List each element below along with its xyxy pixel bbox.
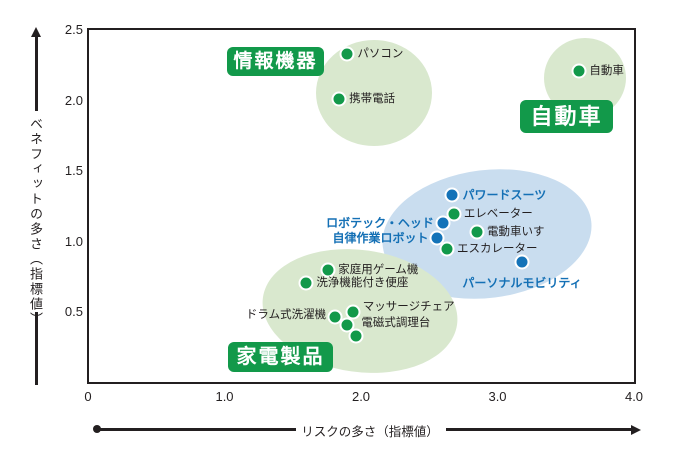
point-dot-5 bbox=[435, 215, 451, 231]
point-label-5: ロボテック・ヘッド bbox=[326, 216, 434, 231]
point-dot-2 bbox=[571, 63, 587, 79]
x-tick-label-0: 0 bbox=[84, 389, 92, 404]
point-label-4: エレベーター bbox=[463, 207, 533, 220]
point-label-1: 携帯電話 bbox=[349, 93, 396, 106]
point-label-3: パワードスーツ bbox=[462, 188, 547, 203]
group-badge-appliances: 家電製品 bbox=[228, 342, 333, 372]
point-dot-15 bbox=[348, 328, 364, 344]
y-tick-label-3: 1.0 bbox=[64, 233, 83, 249]
point-dot-11 bbox=[298, 275, 314, 291]
point-label-10: 家庭用ゲーム機 bbox=[338, 264, 419, 277]
y-tick-label-1: 2.0 bbox=[64, 92, 83, 108]
point-dot-9 bbox=[514, 254, 530, 270]
x-tick-label-4: 4.0 bbox=[624, 389, 644, 404]
group-badge-car: 自動車 bbox=[520, 100, 613, 133]
x-axis-right-line bbox=[446, 428, 631, 431]
y-axis-title: ベネフィットの多さ（指標値） bbox=[28, 117, 43, 327]
point-dot-0 bbox=[339, 46, 355, 62]
point-label-13: マッサージチェア bbox=[362, 301, 455, 314]
point-label-12: ドラム式洗濯機 bbox=[245, 308, 327, 321]
y-axis-up-arrow-icon bbox=[31, 27, 41, 37]
point-label-8: エスカレーター bbox=[456, 242, 538, 255]
x-tick-label-2: 2.0 bbox=[351, 389, 371, 404]
plot-border bbox=[87, 28, 636, 384]
point-label-14: 電磁式調理台 bbox=[361, 317, 431, 330]
y-tick-label-0: 2.5 bbox=[64, 22, 83, 37]
point-label-9: パーソナルモビリティ bbox=[462, 275, 582, 290]
point-label-7: 自律作業ロボット bbox=[332, 230, 429, 245]
point-dot-12 bbox=[327, 309, 343, 325]
point-label-11: 洗浄機能付き便座 bbox=[316, 276, 409, 289]
x-tick-label-3: 3.0 bbox=[488, 389, 507, 404]
point-dot-7 bbox=[429, 230, 445, 246]
point-dot-6 bbox=[469, 224, 485, 240]
group-badge-info: 情報機器 bbox=[227, 47, 324, 76]
point-dot-14 bbox=[339, 317, 355, 333]
y-axis-lower-line bbox=[35, 312, 38, 385]
x-axis-title: リスクの多さ（指標値） bbox=[301, 425, 439, 439]
point-dot-13 bbox=[345, 304, 361, 320]
x-axis-right-arrow-icon bbox=[631, 424, 641, 435]
point-dot-10 bbox=[320, 262, 336, 278]
point-label-2: 自動車 bbox=[589, 64, 624, 77]
point-dot-1 bbox=[331, 91, 347, 107]
point-dot-4 bbox=[446, 206, 462, 222]
point-label-6: 電動車いす bbox=[487, 225, 545, 238]
point-dot-8 bbox=[439, 241, 455, 257]
y-tick-label-4: 0.5 bbox=[64, 304, 83, 320]
y-axis-arrow-shaft bbox=[35, 36, 38, 111]
y-tick-label-2: 1.5 bbox=[64, 163, 83, 179]
point-label-0: パソコン bbox=[357, 48, 404, 60]
x-axis-left-line bbox=[97, 428, 296, 431]
x-tick-label-1: 1.0 bbox=[215, 389, 234, 404]
point-dot-3 bbox=[444, 187, 460, 203]
